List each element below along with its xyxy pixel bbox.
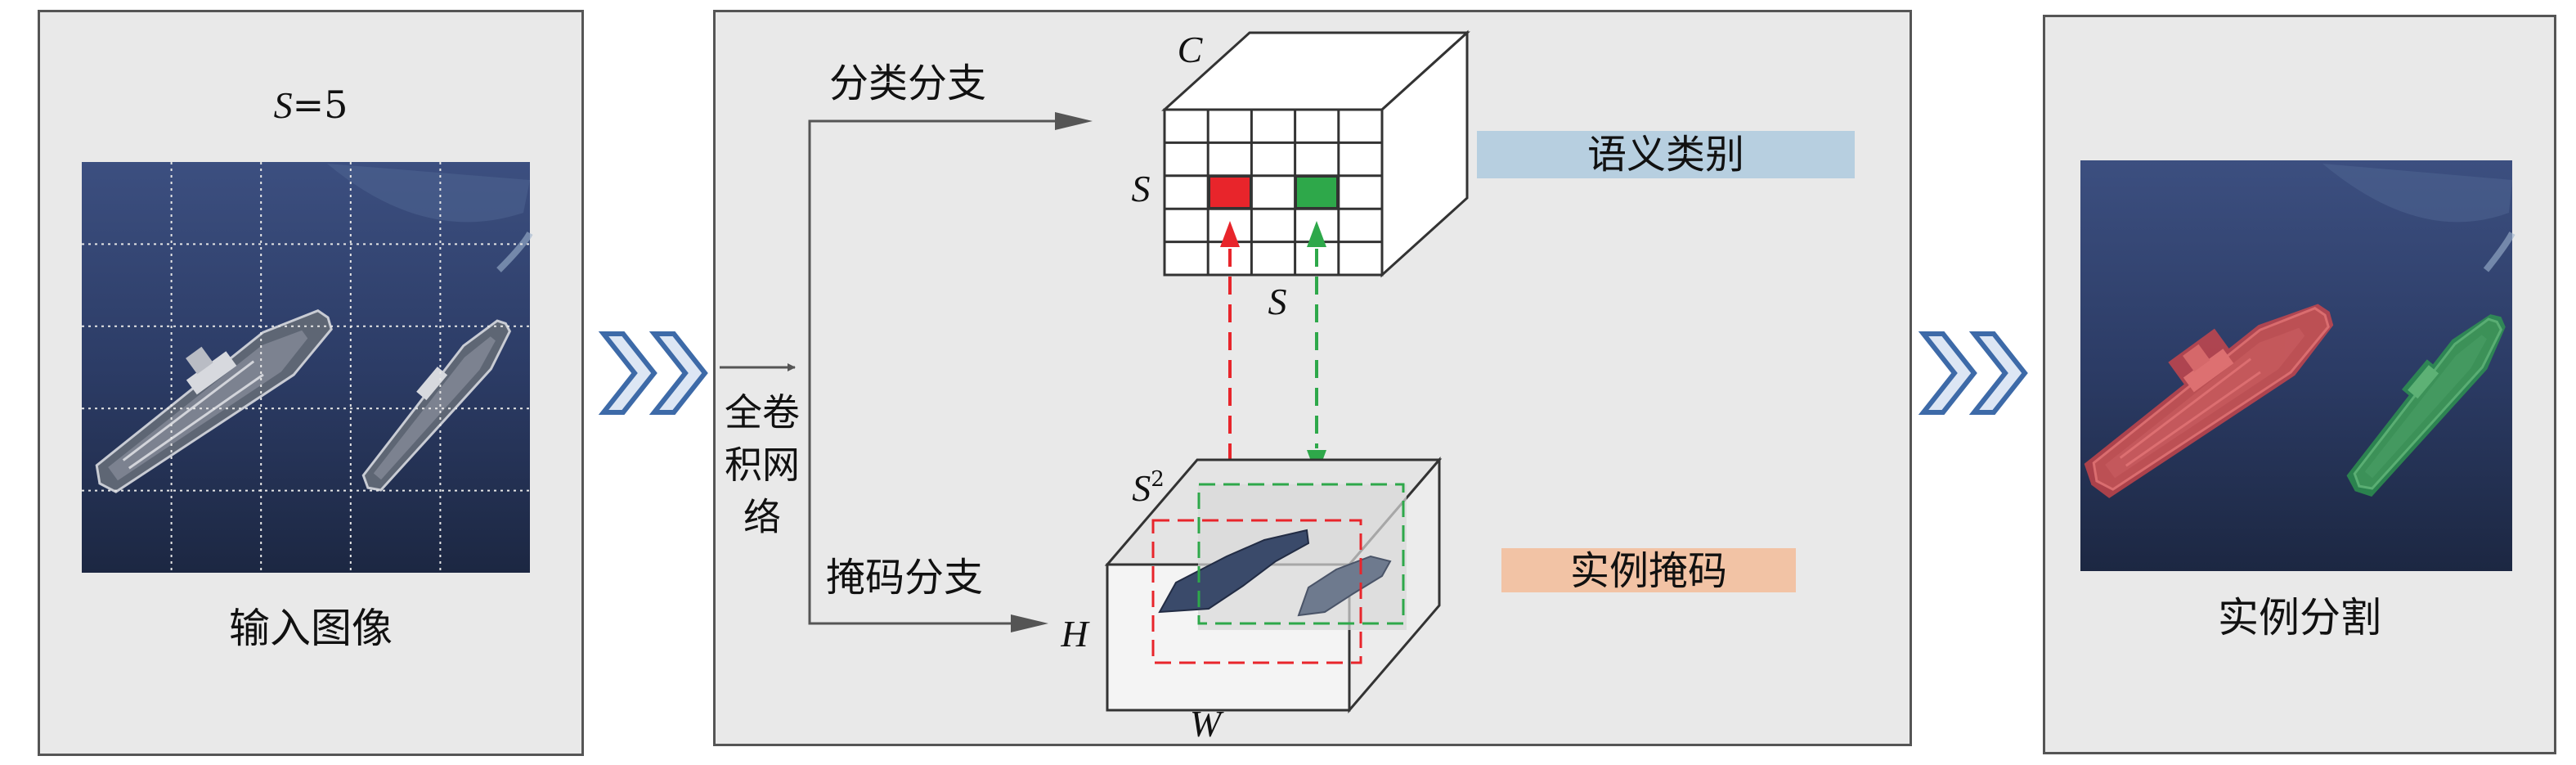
cube-h-label: H <box>1060 613 1090 655</box>
cube-c-label: C <box>1178 29 1204 70</box>
semantic-category-label: 语义类别 <box>1587 132 1744 178</box>
fcn-label-line-2: 积网 <box>725 443 800 487</box>
category-cube <box>1161 29 1470 278</box>
input-grid <box>82 162 530 573</box>
ship-mask-small <box>1297 555 1392 617</box>
cube-s-left-label: S <box>1132 168 1151 209</box>
input-image <box>68 162 533 573</box>
mask-branch-label: 掩码分支 <box>826 555 983 601</box>
output-image <box>2065 160 2515 571</box>
green-dashed-mask-box <box>1197 483 1405 625</box>
instance-mask-label: 实例掩码 <box>1570 548 1727 594</box>
s-equals-5-label: S=5 <box>274 83 348 127</box>
input-image-caption: 输入图像 <box>229 605 393 652</box>
cube-w-label: W <box>1190 703 1224 745</box>
chevron-arrows-right <box>1918 331 2028 415</box>
red-up-arrowhead <box>1220 221 1240 247</box>
red-instance-overlay <box>2084 304 2334 498</box>
mask-branch-arrowhead <box>1011 614 1048 632</box>
fcn-label-line-3: 络 <box>743 495 781 539</box>
green-up-arrowhead <box>1307 221 1326 247</box>
output-image-caption: 实例分割 <box>2218 594 2381 641</box>
instance-mask-box <box>1501 548 1796 592</box>
green-instance-overlay <box>2346 314 2506 497</box>
fcn-label-line-1: 全卷 <box>725 390 800 434</box>
branch-connector-line <box>808 119 1088 625</box>
ship-mask-large <box>1158 529 1310 614</box>
class-branch-arrowhead <box>1055 112 1093 130</box>
cube-s2-label: S2 <box>1132 467 1165 509</box>
green-grid-cell <box>1295 176 1338 209</box>
chevron-arrows-left <box>598 331 708 415</box>
cube-s-bottom-label: S <box>1268 281 1287 322</box>
class-branch-label: 分类分支 <box>829 61 986 106</box>
red-grid-cell <box>1209 176 1251 209</box>
red-dashed-mask-box <box>1151 519 1362 664</box>
semantic-category-box <box>1477 131 1855 178</box>
